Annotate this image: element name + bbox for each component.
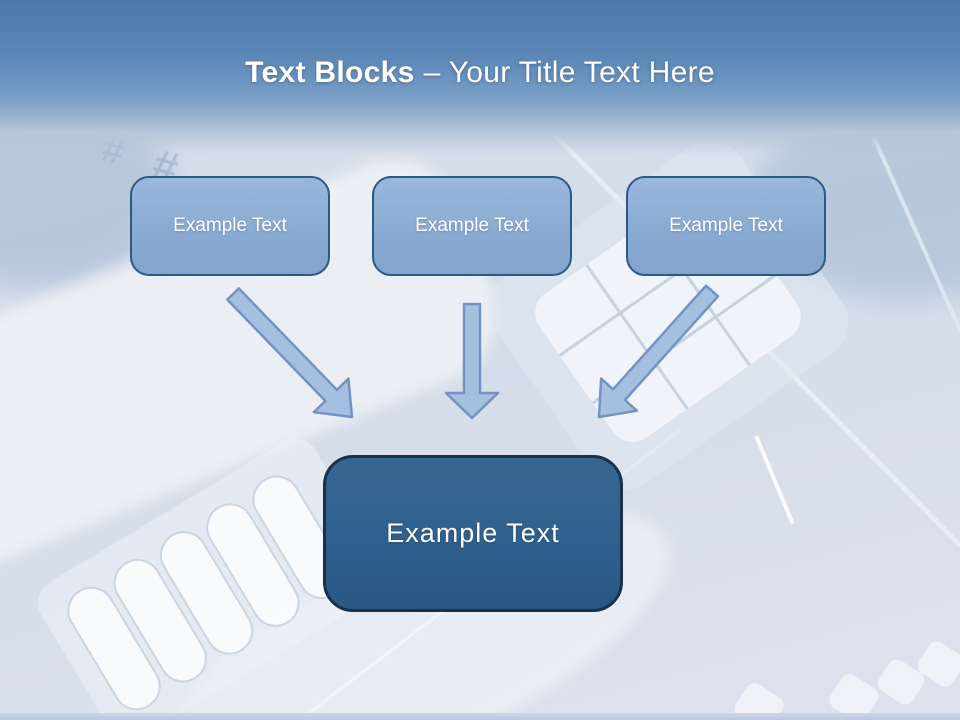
- text-block-2-label: Example Text: [415, 215, 529, 236]
- text-block-1: Example Text: [130, 176, 330, 276]
- down-arrow-icon: [444, 302, 500, 420]
- center-text-block-label: Example Text: [386, 518, 560, 548]
- down-left-arrow-icon: [597, 284, 720, 419]
- header-band: [0, 0, 960, 155]
- sim-contact-fingers: [38, 438, 388, 720]
- down-right-arrow-icon: [226, 287, 354, 419]
- center-text-block: Example Text: [323, 455, 623, 612]
- text-block-2: Example Text: [372, 176, 572, 276]
- text-block-3-label: Example Text: [669, 215, 783, 236]
- text-block-1-label: Example Text: [173, 215, 287, 236]
- title-emphasis: Text Blocks: [245, 56, 415, 89]
- keypad-squares: [734, 641, 960, 720]
- footer-strip: [0, 713, 960, 720]
- text-block-3: Example Text: [626, 176, 826, 276]
- slide-title: Text Blocks– Your Title Text Here: [0, 55, 960, 91]
- title-rest: – Your Title Text Here: [423, 56, 715, 89]
